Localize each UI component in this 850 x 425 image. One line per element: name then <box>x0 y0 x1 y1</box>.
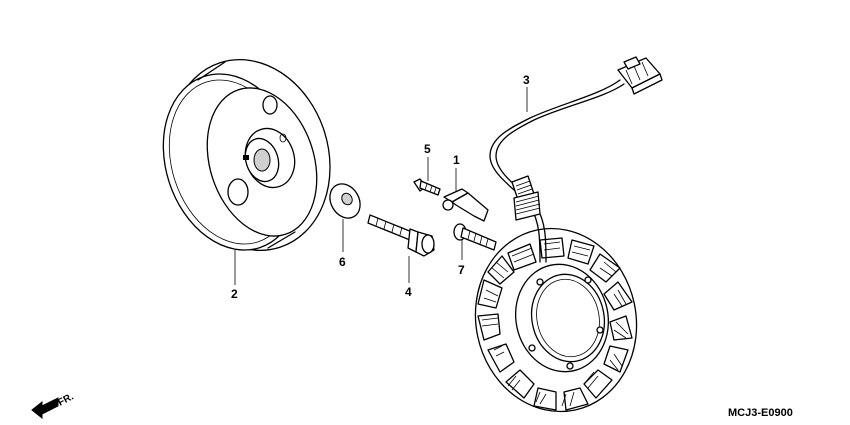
direction-label: FR. <box>56 391 76 408</box>
flywheel-bolt-part <box>367 214 435 257</box>
small-bolt-7-part <box>453 223 497 251</box>
callout-7: 7 <box>458 263 465 277</box>
callout-4: 4 <box>405 285 412 299</box>
washer-part <box>329 183 361 219</box>
callout-2: 2 <box>231 287 238 301</box>
diagram-code: MCJ3-E0900 <box>728 407 793 419</box>
callout-5: 5 <box>424 142 431 156</box>
callout-1: 1 <box>453 153 460 167</box>
stator-part <box>474 227 638 413</box>
wire-harness-part <box>489 56 663 263</box>
leader-lines <box>234 87 528 285</box>
front-direction-indicator: FR. <box>31 391 76 420</box>
small-bolt-5-part <box>413 178 441 196</box>
callout-6: 6 <box>339 255 346 269</box>
wire-clamp-part <box>442 188 489 222</box>
arrow-left-icon <box>31 397 59 420</box>
flywheel-part <box>162 59 331 251</box>
callout-3: 3 <box>523 73 530 87</box>
